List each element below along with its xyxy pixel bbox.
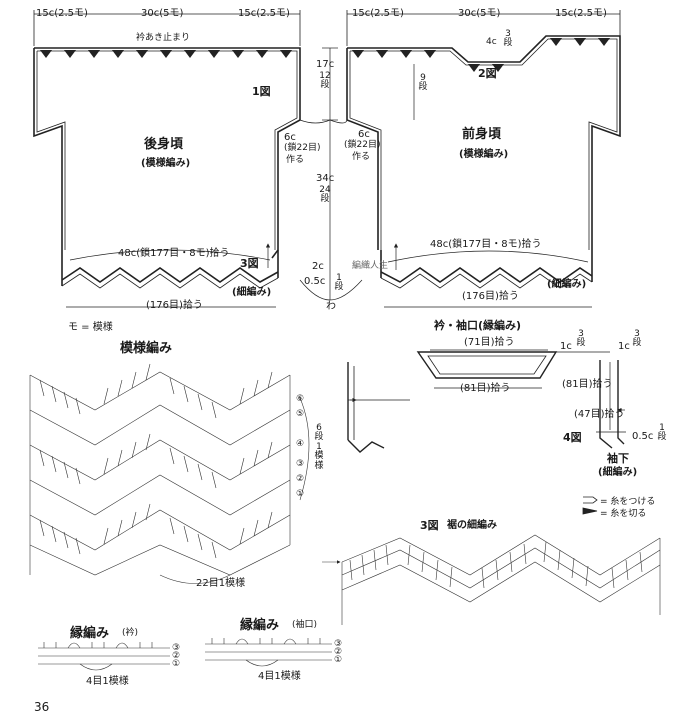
center-05c: 0.5c — [304, 276, 326, 287]
back-right-width: 15c(2.5モ) — [238, 8, 290, 19]
center-wa: わ — [326, 301, 336, 312]
front-subtitle: (模様編み) — [459, 149, 509, 160]
underarm-sub: (細編み) — [598, 467, 638, 478]
cuff-edging-title: 縁編み — [240, 618, 280, 633]
back-left-width: 15c(2.5モ) — [36, 8, 88, 19]
front-bodice-outline — [346, 35, 621, 250]
back-title: 後身頃 — [144, 137, 184, 152]
front-fig-number: 2図 — [478, 67, 497, 80]
fig3-subtitle: 裾の細編み — [447, 520, 497, 531]
cuff-edging-sub: (袖口) — [292, 620, 318, 630]
back-side-note-2: (鎖22目) — [284, 143, 321, 153]
front-bottom-pick: (176目)拾う — [462, 291, 519, 302]
pattern-chart — [29, 363, 310, 584]
center-17c: 17c — [316, 59, 335, 70]
back-side-note-1: 6c — [284, 132, 296, 143]
collar-edging-chart — [38, 642, 170, 671]
back-side-note-3: 作る — [286, 155, 305, 165]
front-side-note-2: (鎖22目) — [344, 140, 381, 150]
pattern-row-4: ④ — [296, 439, 305, 449]
pattern-repeat: 22目1模様 — [196, 578, 246, 589]
back-bottom-pick: (176目)拾う — [146, 300, 203, 311]
front-title: 前身頃 — [462, 127, 502, 142]
back-hem-pick: 48c(鎖177目・8モ)拾う — [118, 248, 230, 259]
yarn-cut-legend: = 糸を切る — [600, 509, 647, 519]
back-fig3-ref: 3図 — [240, 257, 259, 270]
pattern-title: 模様編み — [120, 341, 173, 356]
pattern-row-2: ② — [296, 474, 305, 484]
underarm-height: 0.5c — [632, 431, 654, 442]
fig3-title: 3図 — [420, 519, 439, 532]
collar-edging-title: 縁編み — [70, 626, 110, 641]
front-hem-pick: 48c(鎖177目・8モ)拾う — [430, 239, 542, 250]
collar-edging-row-3: ③ — [172, 643, 181, 653]
front-hem-pick-line — [384, 243, 592, 308]
collar-edging-row-2: ② — [172, 651, 181, 661]
pattern-row-5: ⑤ — [296, 409, 305, 419]
back-center-width: 30c(5モ) — [141, 8, 184, 19]
fig4-number: 4図 — [563, 431, 582, 444]
cuff-edging-row-3: ③ — [334, 639, 343, 649]
back-border-label: (細編み) — [232, 287, 272, 298]
collar-diagram — [347, 351, 625, 453]
collar-title: 衿・袖口(縁編み) — [434, 319, 522, 332]
yarn-legend-symbols — [582, 496, 598, 515]
cuff-edging-row-2: ② — [334, 647, 343, 657]
cuff-edging-repeat: 4目1模様 — [258, 671, 301, 682]
back-bodice-outline — [33, 47, 301, 259]
front-side-note-1: 6c — [358, 129, 370, 140]
front-right-width: 15c(2.5モ) — [555, 8, 607, 19]
collar-edging-row-1: ① — [172, 659, 181, 669]
collar-dimension-lines — [348, 349, 626, 433]
sleeve-count: (47目)拾う — [574, 409, 625, 420]
center-34c: 34c — [316, 173, 335, 184]
sleeve-pick: (81目)拾う — [562, 379, 613, 390]
watermark-text: 編織人生 — [352, 261, 389, 271]
front-side-note-3: 作る — [352, 152, 371, 162]
back-hem-pick-line — [66, 243, 276, 308]
collar-top-pick: (71目)拾う — [464, 337, 515, 348]
front-left-width: 15c(2.5モ) — [352, 8, 404, 19]
pattern-row-3: ③ — [296, 459, 305, 469]
front-hem-zigzag — [380, 250, 593, 289]
yarn-attach-legend: = 糸をつける — [600, 497, 656, 507]
back-neck-motifs — [40, 50, 292, 58]
collar-edging-sub: (衿) — [122, 628, 139, 638]
pattern-row-6: ⑥ — [296, 394, 305, 404]
center-2c: 2c — [312, 261, 324, 272]
legend-mo: モ = 模様 — [68, 322, 113, 333]
back-top-dimension-line — [33, 10, 301, 46]
page-number: 36 — [34, 700, 50, 714]
collar-height: 1c — [560, 341, 572, 352]
collar-bottom-pick: (81目)拾う — [460, 383, 511, 394]
back-hem-zigzag — [61, 250, 279, 289]
back-neck-note: 衿あき止まり — [136, 33, 191, 43]
cuff-edging-row-1: ① — [334, 655, 343, 665]
back-fig-number: 1図 — [252, 85, 271, 98]
front-neck-depth: 4c — [486, 37, 497, 47]
fig3-hem-chart — [322, 534, 661, 625]
collar-edging-repeat: 4目1模様 — [86, 676, 129, 687]
center-dimension-line — [299, 47, 415, 301]
underarm-label: 袖下 — [607, 452, 629, 465]
cuff-edging-chart — [205, 638, 332, 667]
sleeve-height: 1c — [618, 341, 630, 352]
back-subtitle: (模様編み) — [141, 158, 191, 169]
front-border-label: (細編み) — [547, 279, 587, 290]
front-center-width: 30c(5モ) — [458, 8, 501, 19]
pattern-row-1: ① — [296, 489, 305, 499]
